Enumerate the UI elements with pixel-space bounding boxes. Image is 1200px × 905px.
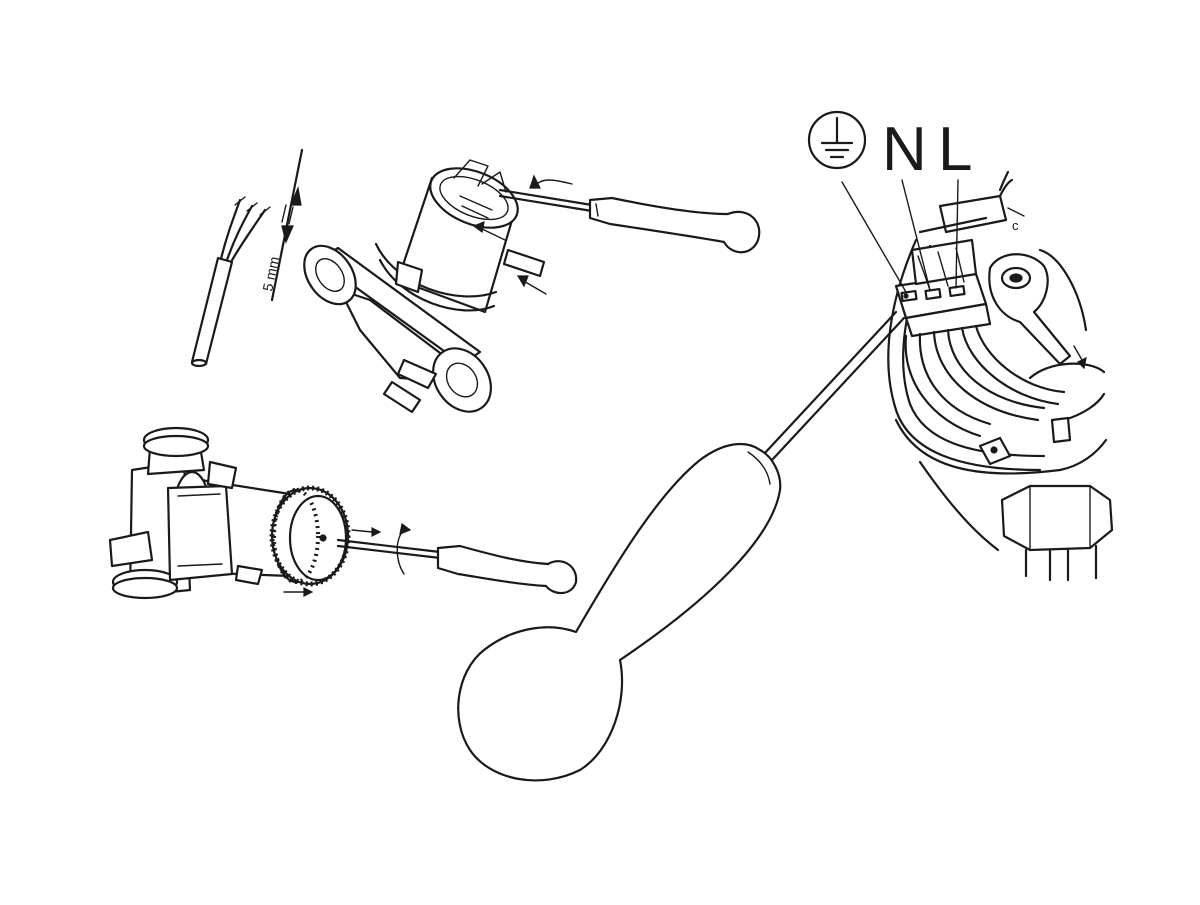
pump-motor-tilted xyxy=(303,159,573,414)
neutral-label: N xyxy=(882,115,927,184)
screwdriver-large xyxy=(457,310,906,782)
pump-motor-horizontal xyxy=(108,426,412,600)
stripped-cable xyxy=(190,196,271,368)
strip-length-dimension: 5 mm xyxy=(259,148,304,302)
strip-length-label: 5 mm xyxy=(259,255,282,293)
svg-text:c: c xyxy=(1012,218,1019,233)
terminal-labels: N L xyxy=(807,110,972,293)
earth-ground-icon xyxy=(807,110,867,170)
terminal-block-detail: c xyxy=(887,170,1114,582)
live-label: L xyxy=(938,115,972,184)
screwdriver-small-bottom xyxy=(336,538,578,595)
screwdriver-small-top xyxy=(498,188,761,254)
